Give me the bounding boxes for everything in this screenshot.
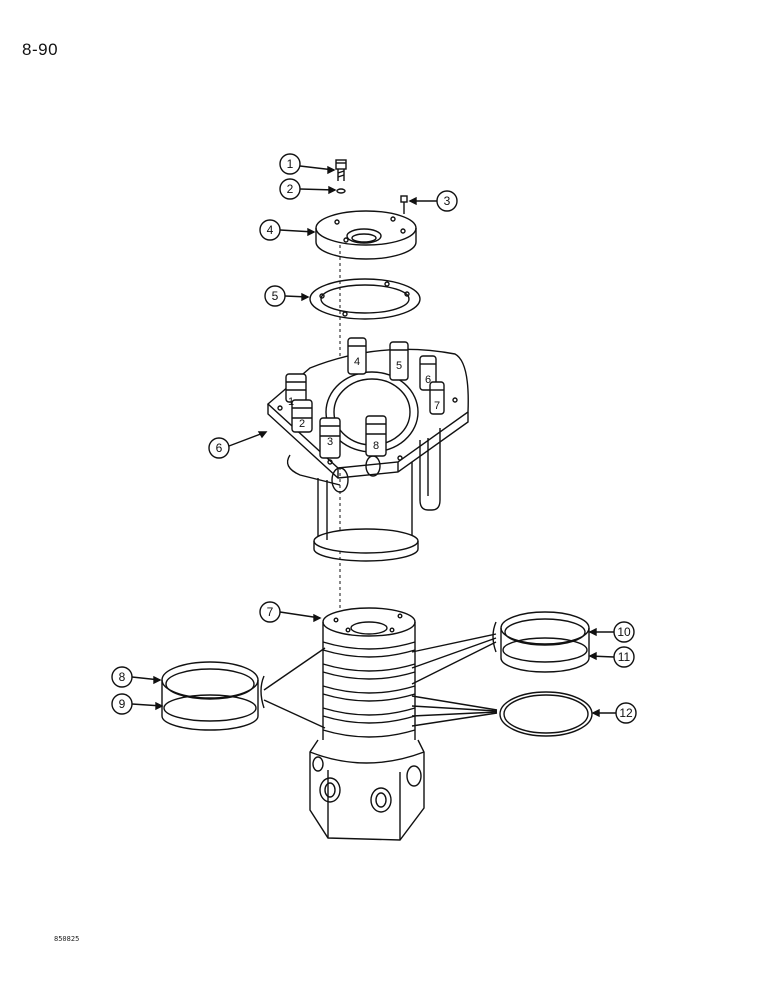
leader-oring-c — [411, 711, 498, 717]
leader-seal-right-c — [411, 641, 497, 685]
port-label-1: 1 — [288, 396, 294, 408]
callout-1: 1 — [279, 153, 336, 175]
callout-7: 7 — [259, 601, 322, 623]
callout-10: 10 — [588, 621, 635, 643]
port-label-5: 5 — [396, 360, 402, 372]
port-label-4: 4 — [354, 356, 360, 368]
page-number: 8-90 — [22, 40, 59, 59]
swivel-housing — [266, 348, 469, 562]
port-fitting-8 — [365, 415, 387, 457]
leader-seal-right-a — [411, 633, 497, 653]
leader-oring-a — [411, 695, 498, 711]
callout-11: 11 — [588, 646, 635, 668]
port-label-3: 3 — [327, 436, 333, 448]
swivel-spool — [309, 607, 425, 841]
grease-fitting — [400, 195, 408, 214]
port-fitting-2 — [291, 399, 313, 433]
callout-9-number: 9 — [119, 697, 126, 711]
cover-plate — [315, 210, 417, 260]
leader-seal-right-b — [411, 637, 497, 669]
callout-9: 9 — [111, 693, 164, 715]
washer — [336, 188, 346, 194]
callout-2: 2 — [279, 178, 337, 200]
seal-ring-right-upper — [500, 611, 590, 673]
port-fitting-5 — [389, 341, 409, 381]
callout-4-number: 4 — [267, 223, 274, 237]
o-ring — [499, 691, 593, 737]
leader-seal-left-b — [263, 699, 326, 729]
port-fitting-4 — [347, 337, 367, 375]
seal-ring-left — [161, 661, 259, 731]
callout-3-number: 3 — [444, 194, 451, 208]
callout-12-number: 12 — [619, 706, 633, 720]
bracket-right-upper — [492, 621, 497, 653]
gasket — [309, 278, 421, 320]
callout-5-number: 5 — [272, 289, 279, 303]
leader-oring-b — [411, 705, 498, 712]
callout-2-number: 2 — [287, 182, 294, 196]
callout-8: 8 — [111, 666, 162, 688]
figure-code: 850825 — [54, 935, 80, 943]
callout-5: 5 — [264, 285, 310, 307]
callout-4: 4 — [259, 219, 316, 241]
port-label-2: 2 — [299, 418, 305, 430]
callout-6-number: 6 — [216, 441, 223, 455]
callout-7-number: 7 — [267, 605, 274, 619]
callout-12: 12 — [591, 702, 637, 724]
callout-10-number: 10 — [617, 625, 631, 639]
callout-6: 6 — [208, 431, 268, 459]
bracket-left — [260, 675, 265, 709]
port-fitting-7 — [429, 381, 445, 415]
callout-8-number: 8 — [119, 670, 126, 684]
cap-screw — [335, 159, 347, 181]
callout-11-number: 11 — [618, 650, 631, 664]
callout-3: 3 — [408, 190, 458, 212]
port-fitting-3 — [319, 417, 341, 459]
leader-oring-d — [411, 712, 498, 727]
callout-1-number: 1 — [287, 157, 294, 171]
port-label-8: 8 — [373, 440, 379, 452]
port-label-7: 7 — [434, 400, 440, 412]
leader-seal-left-a — [263, 647, 326, 691]
port-label-6: 6 — [425, 374, 431, 386]
